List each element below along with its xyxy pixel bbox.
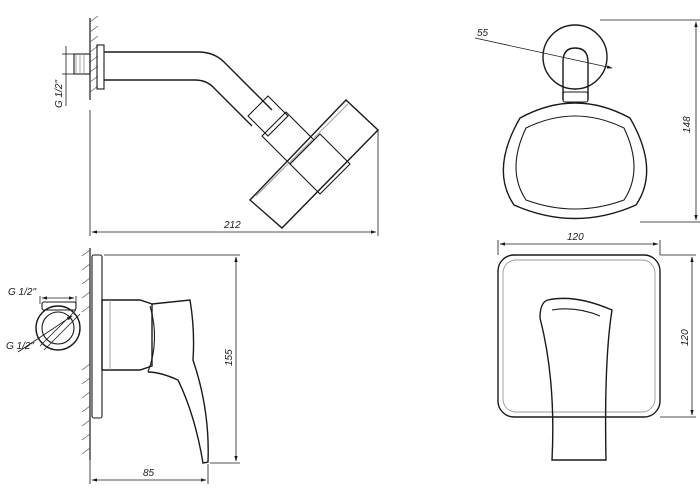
arm-diameter-label: 55 (477, 28, 489, 39)
mixer-side-view: G 1/2" G 1/2" 85 155 (6, 248, 240, 484)
wall-hatching-top (89, 15, 99, 93)
mixer-wall-plate (91, 254, 103, 419)
shower-head-side-view: G 1/2" 212 (54, 15, 380, 236)
thread-stub (73, 53, 91, 75)
mixer-depth-label: 85 (143, 468, 155, 479)
plate-width-label: 120 (567, 232, 584, 243)
mixer-thread-side-leader (17, 315, 73, 353)
shower-head-body (289, 133, 351, 195)
shower-head-disc (248, 99, 380, 229)
shower-height-label: 148 (682, 116, 693, 133)
wall-flange (96, 44, 105, 90)
arm-diameter-leader (474, 37, 613, 69)
arm-collar (247, 95, 289, 137)
wall-flange-circle (542, 24, 608, 90)
mixer-front-plate (497, 254, 661, 418)
mixer-front-view: 120 120 (497, 232, 696, 461)
mixer-lever (147, 299, 209, 464)
mixer-body (101, 299, 153, 371)
shower-length-label: 212 (223, 220, 241, 231)
shower-arm (104, 51, 273, 111)
plate-height-label: 120 (680, 329, 691, 346)
front-head-outer (502, 102, 648, 220)
front-collar (562, 91, 589, 103)
side-valve-circle (35, 305, 81, 351)
mixer-height-label: 155 (224, 349, 235, 366)
mixer-thread-top-label: G 1/2" (8, 287, 36, 298)
mixer-thread-side-label: G 1/2" (6, 341, 34, 352)
shower-head-front-view: 55 148 (474, 19, 700, 223)
side-valve (41, 301, 77, 311)
front-arm (562, 47, 589, 100)
front-head-inner (515, 115, 635, 210)
wall-hatching-bottom (81, 249, 91, 455)
mixer-front-lever (539, 297, 613, 461)
shower-thread-label: G 1/2" (54, 80, 65, 108)
